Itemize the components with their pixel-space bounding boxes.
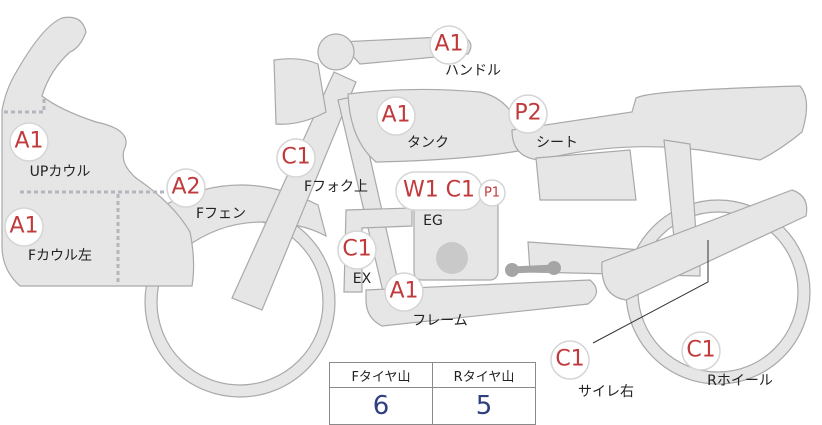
cowl-shape	[1, 16, 195, 287]
f-fork-upper-label: Fフォク上	[304, 179, 368, 195]
f-fork-upper-grade-circle	[276, 138, 316, 178]
rear-tire-tread-header: Rタイヤ山	[432, 362, 536, 388]
r-wheel-grade: C1	[686, 338, 715, 363]
tank-shape	[347, 88, 525, 163]
ex-label: EX	[353, 271, 372, 287]
eg-annotation: W1 C1 P1 EG	[395, 171, 506, 229]
f-cowl-left-annotation: A1 Fカウル左	[4, 207, 92, 264]
silencer-right-grade-circle	[550, 340, 590, 380]
tire-tread-value-row: 6 5	[329, 387, 536, 425]
eg-grade: W1 C1	[403, 178, 475, 203]
tank-grade: A1	[381, 103, 410, 128]
eg-extra-grade-circle	[478, 179, 506, 207]
frame-grade-circle	[384, 272, 424, 312]
silencer-leader-line	[592, 240, 709, 344]
part-annotations: A1 ハンドル A1 タンク P2 シート A1 UPカウル A2 Fフェン	[4, 25, 773, 400]
shock-knob-end-right	[547, 261, 561, 275]
f-fork-upper-annotation: C1 Fフォク上	[276, 138, 368, 195]
tank-label: タンク	[407, 135, 449, 151]
ex-annotation: C1 EX	[337, 230, 377, 287]
silencer-shape	[601, 189, 808, 301]
up-cowl-label: UPカウル	[30, 164, 91, 180]
tire-tread-table: Fタイヤ山 Rタイヤ山 6 5	[329, 362, 536, 425]
front-tire-tread-value: 6	[329, 387, 433, 425]
engine-cover	[436, 242, 468, 274]
rear-tire-tread-value: 5	[432, 387, 536, 425]
silencer-right-grade: C1	[555, 347, 584, 372]
motorcycle-silhouette	[1, 16, 811, 398]
seat-grade-circle	[508, 94, 548, 134]
silencer-right-annotation: C1 サイレ右	[550, 340, 634, 400]
r-wheel-label: Rホイール	[707, 373, 773, 389]
r-wheel-grade-circle	[681, 331, 721, 371]
silencer-right-label: サイレ右	[578, 384, 634, 400]
f-cowl-left-grade: A1	[9, 214, 38, 239]
seat-annotation: P2 シート	[508, 94, 578, 151]
side-cover-shape	[535, 149, 637, 201]
f-fork-upper-grade: C1	[281, 145, 310, 170]
f-cowl-left-grade-circle	[4, 207, 44, 247]
up-cowl-grade: A1	[14, 129, 43, 154]
f-cowl-left-label: Fカウル左	[28, 248, 92, 264]
handle-annotation: A1 ハンドル	[429, 25, 501, 79]
tire-tread-header-row: Fタイヤ山 Rタイヤ山	[329, 362, 536, 388]
f-fender-grade: A2	[171, 175, 200, 200]
up-cowl-annotation: A1 UPカウル	[9, 122, 91, 180]
seat-label: シート	[536, 135, 578, 151]
shock-knob	[508, 264, 558, 274]
handle-grade-circle	[429, 25, 469, 65]
handlebar-clamp	[317, 33, 355, 71]
eg-label: EG	[423, 213, 443, 229]
frame-label: フレーム	[412, 313, 468, 329]
eg-extra-grade: P1	[484, 186, 500, 201]
f-fender-label: Fフェン	[196, 206, 246, 222]
seat-grade: P2	[514, 101, 541, 126]
ex-grade: C1	[342, 237, 371, 262]
tank-grade-circle	[376, 96, 416, 136]
tank-annotation: A1 タンク	[376, 96, 449, 151]
cowl-guide-upper	[4, 98, 46, 114]
handle-label: ハンドル	[445, 63, 501, 79]
r-wheel-annotation: C1 Rホイール	[681, 331, 773, 389]
handle-grade: A1	[434, 32, 463, 57]
f-fender-grade-circle	[166, 168, 206, 208]
headlight-shape	[273, 58, 327, 125]
front-tire-tread-header: Fタイヤ山	[329, 362, 433, 388]
frame-annotation: A1 フレーム	[384, 272, 468, 329]
shock-knob-end-left	[505, 263, 519, 277]
frame-grade: A1	[389, 279, 418, 304]
ex-grade-circle	[337, 230, 377, 270]
f-fender-annotation: A2 Fフェン	[166, 168, 246, 222]
up-cowl-grade-circle	[9, 122, 49, 162]
